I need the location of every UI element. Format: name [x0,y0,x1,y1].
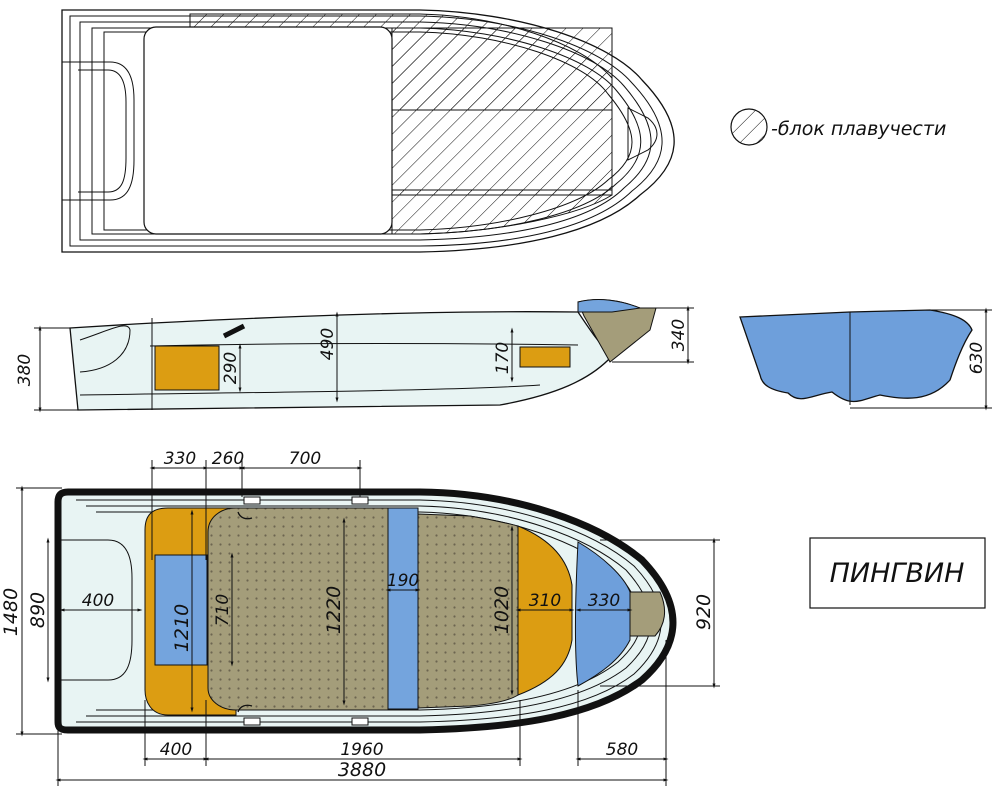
dim-plan-seat-width: 190 [387,571,419,591]
dim-plan-top-1: 330 [164,449,196,469]
dim-plan-top-2: 260 [212,449,244,469]
dim-plan-rear-seat-width: 1210 [171,604,193,652]
dim-plan-bow-length: 580 [606,740,638,760]
plan-floor-fore [417,513,519,709]
dim-section-height: 630 [967,342,987,374]
dim-plan-rear-floor-width: 710 [213,594,233,626]
dim-plan-overall-length: 3880 [338,759,386,781]
title-box: ПИНГВИН [809,537,986,609]
dim-plan-transom-depth: 400 [82,591,114,611]
plan-seat-bow [574,541,631,687]
dim-side-bow-orange-height: 170 [493,342,513,374]
section-shape [739,309,973,403]
dim-plan-mid-length: 1960 [340,740,383,760]
dim-plan-floor-width: 1220 [323,586,345,634]
plan-dimensions: 330 260 700 1480 890 400 1210 710 1220 1… [0,449,720,786]
dim-plan-width-overall: 1480 [0,588,22,636]
section-view: 630 [739,307,992,411]
plan-bow-deck [629,591,666,637]
plan-seat-middle [387,507,419,710]
dim-plan-transom-width: 890 [27,592,49,628]
side-buoyancy-stern [154,345,220,391]
dim-plan-bow-seat-depth: 330 [588,591,620,611]
buoyancy-block-bottom [190,189,613,235]
plan-seat-stern [154,554,208,666]
dim-plan-fore-floor-width: 1020 [491,586,513,634]
top-view [61,9,675,253]
legend-label: -блок плавучести [771,118,946,140]
dim-plan-front-block-depth: 310 [529,591,561,611]
dim-plan-bow-width: 920 [693,594,715,630]
dim-side-height-stern: 380 [15,354,35,386]
dim-side-mid-height: 490 [318,328,338,360]
title: ПИНГВИН [830,558,965,589]
dim-plan-top-3: 700 [289,449,321,469]
side-dimensions: 380 290 490 170 340 [15,305,694,413]
dim-side-orange-height: 290 [221,352,241,384]
side-buoyancy-bow [519,346,571,368]
legend-hatch-swatch [730,108,768,146]
buoyancy-block-center [391,27,613,196]
legend: -блок плавучести [730,108,946,146]
side-view [69,299,657,411]
dim-side-bow-height: 340 [669,319,689,351]
dim-plan-stern-block: 400 [160,740,192,760]
plan-view [54,488,677,734]
plan-floor [207,507,389,711]
